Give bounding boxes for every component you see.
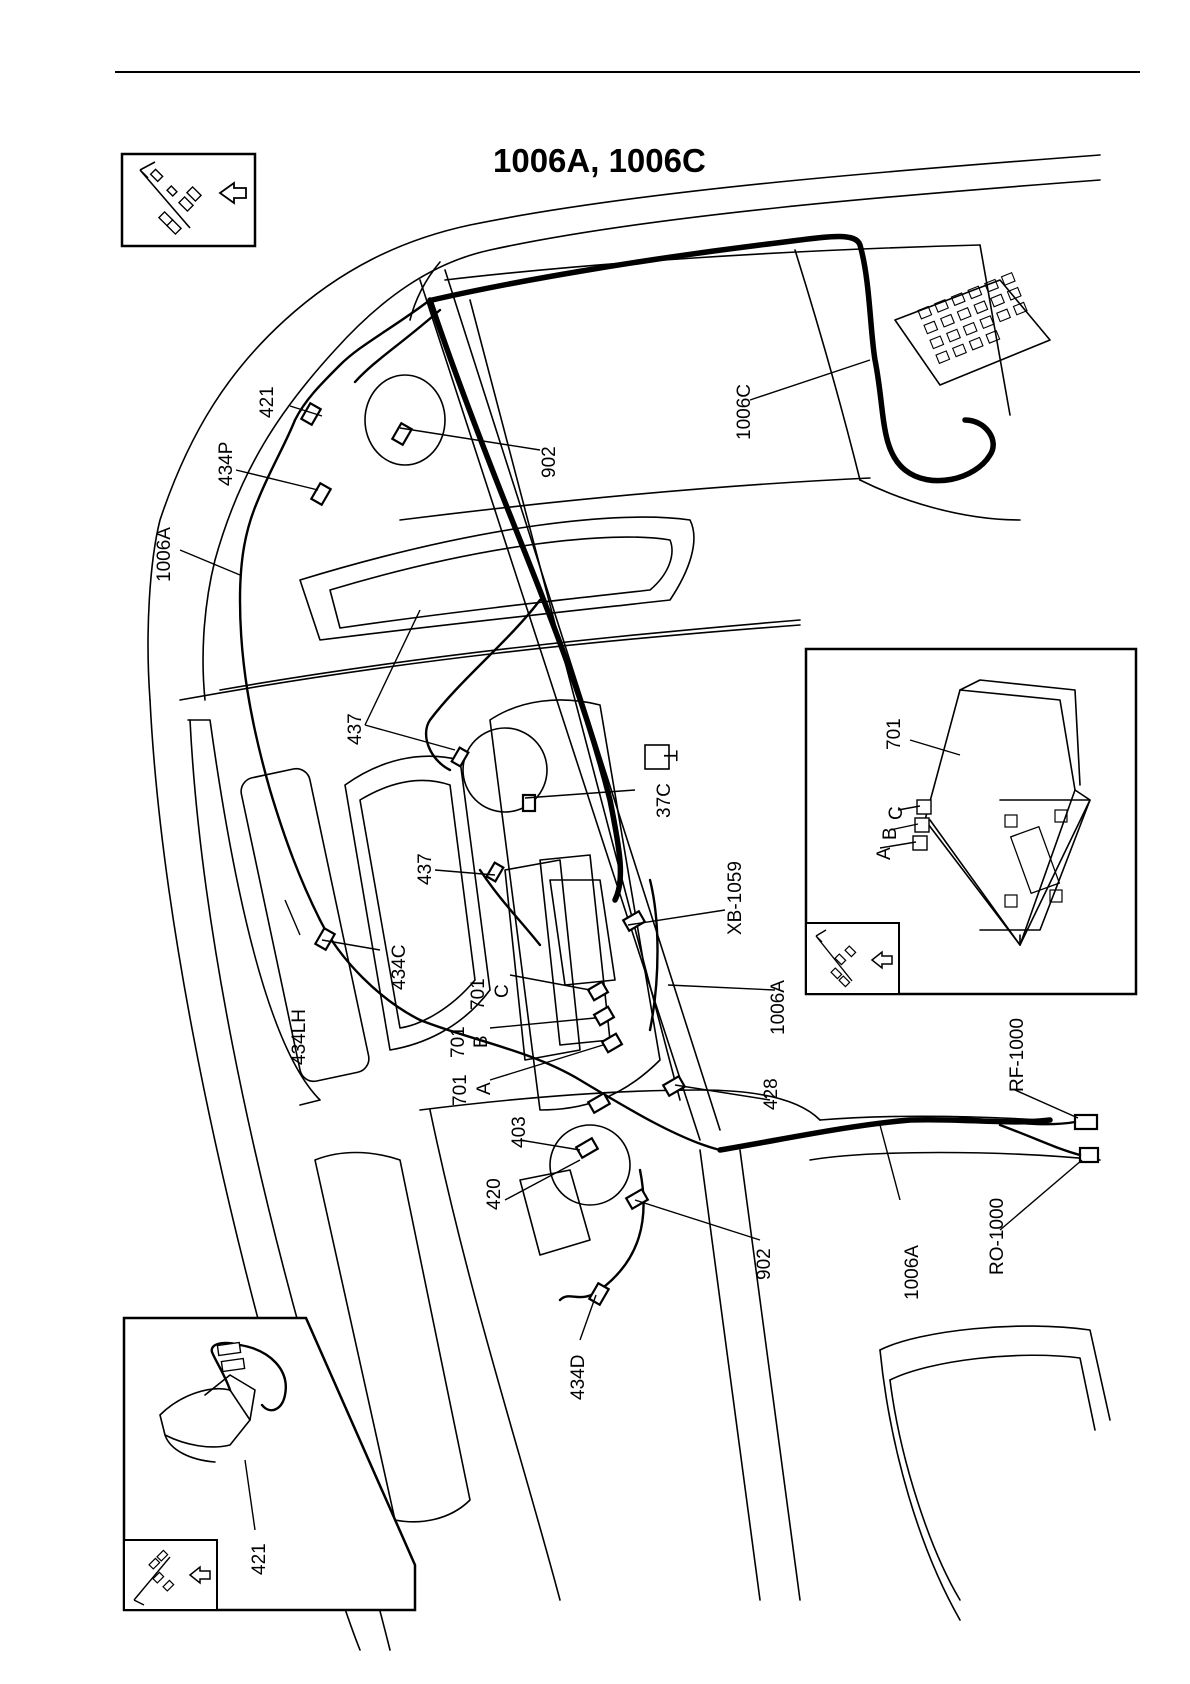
- diagram-title: 1006A, 1006C: [493, 142, 706, 179]
- inset-speaker: 421: [124, 1318, 415, 1610]
- label-RF-1000: RF-1000: [1007, 1018, 1028, 1092]
- label-1006A-bottom: 1006A: [902, 1245, 923, 1300]
- label-B: B: [471, 1035, 492, 1048]
- inset-label-B: B: [880, 827, 901, 840]
- label-RO-1000: RO-1000: [987, 1198, 1008, 1275]
- label-701-B: 701: [448, 1026, 469, 1058]
- label-1006A-top: 1006A: [154, 527, 175, 582]
- inset-label-701: 701: [884, 718, 905, 750]
- inset-label-C: C: [886, 806, 907, 820]
- inset-label-421: 421: [249, 1543, 270, 1575]
- label-420: 420: [484, 1178, 505, 1210]
- label-C: C: [492, 984, 513, 998]
- label-902-top: 902: [539, 446, 560, 478]
- label-434C: 434C: [389, 945, 410, 990]
- label-437-a: 437: [345, 713, 366, 745]
- label-XB-1059: XB-1059: [725, 861, 746, 935]
- label-A: A: [474, 1082, 495, 1095]
- label-902-bottom: 902: [754, 1248, 775, 1280]
- label-434P: 434P: [216, 442, 237, 486]
- inset-label-A: A: [874, 847, 895, 860]
- label-434LH: 434LH: [289, 1009, 310, 1065]
- label-37C-symbol: T: [659, 750, 680, 762]
- label-421-top: 421: [257, 386, 278, 418]
- label-37C: 37C: [654, 783, 675, 818]
- orientation-box-top: [122, 154, 255, 246]
- label-434D: 434D: [568, 1355, 589, 1400]
- label-701-C: 701: [468, 978, 489, 1010]
- switch-panel-grid: [895, 273, 1050, 385]
- label-437-b: 437: [415, 853, 436, 885]
- label-403: 403: [509, 1116, 530, 1148]
- label-701-A: 701: [450, 1074, 471, 1106]
- label-1006A-mid: 1006A: [768, 980, 789, 1035]
- inset-radio: 701 A B C: [806, 649, 1136, 994]
- label-428: 428: [761, 1078, 782, 1110]
- label-1006C: 1006C: [734, 384, 755, 440]
